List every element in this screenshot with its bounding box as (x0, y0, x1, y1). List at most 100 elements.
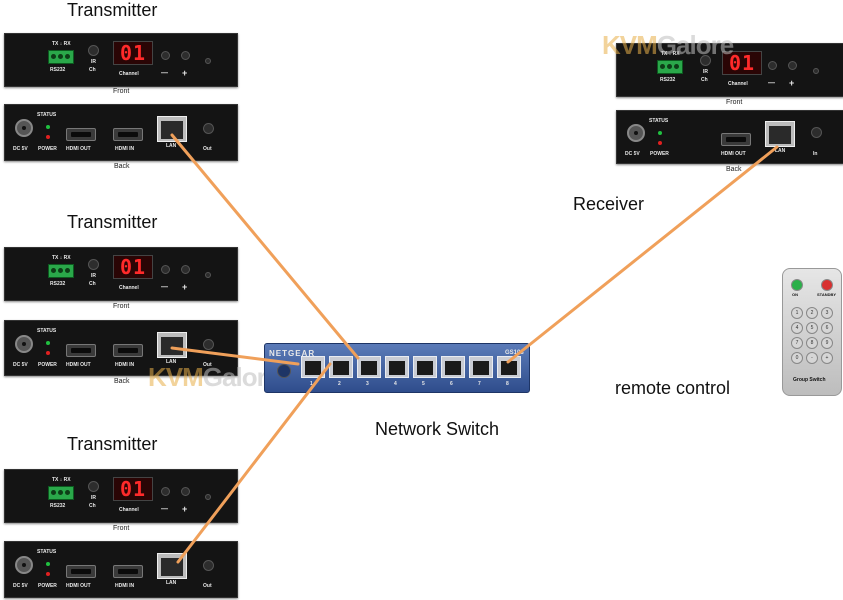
back-caption: Back (114, 378, 130, 385)
channel-up-button[interactable] (181, 265, 190, 274)
channel-display: 01 (722, 51, 762, 75)
channel-display: 01 (113, 477, 153, 501)
plus-label: + (182, 282, 188, 292)
remote-key[interactable]: 9 (821, 337, 833, 349)
hdmi-out-port (66, 565, 96, 578)
lan-port (157, 116, 187, 142)
screw-icon (205, 58, 211, 64)
remote-key[interactable]: 4 (791, 322, 803, 334)
rs232-terminal (48, 486, 74, 500)
status-label: STATUS (37, 328, 57, 334)
heading-network-switch: Network Switch (375, 419, 500, 439)
ir-out-port (203, 560, 214, 571)
dc-power-jack (15, 119, 33, 137)
hdmi-in-port (113, 565, 143, 578)
dc5v-label: DC 5V (13, 362, 28, 368)
dc-power-jack (627, 124, 645, 142)
remote-key[interactable]: 3 (821, 307, 833, 319)
remote-control: ON STANDBY 1 2 3 4 5 6 7 8 9 0 - + Group… (782, 268, 842, 396)
hdmi-out-label: HDMI OUT (66, 362, 91, 368)
remote-key[interactable]: 5 (806, 322, 818, 334)
remote-key[interactable]: 0 (791, 352, 803, 364)
back-caption: Back (726, 166, 742, 173)
ch-label: Ch (701, 77, 708, 83)
tx-rx-label: TX ↓ RX (52, 41, 71, 47)
channel-down-button[interactable] (161, 51, 170, 60)
ch-label: Ch (89, 67, 96, 73)
switch-port-6 (441, 356, 465, 378)
transmitter-1-back-panel: DC 5V STATUS POWER HDMI OUT HDMI IN LAN … (4, 104, 238, 161)
channel-label: Channel (119, 71, 139, 77)
screw-icon (813, 68, 819, 74)
status-led-red (46, 135, 50, 139)
plus-label: + (789, 78, 795, 88)
back-caption: Back (114, 163, 130, 170)
ir-out-label: Out (203, 583, 212, 589)
ir-out-label: Out (203, 146, 212, 152)
front-caption: Front (113, 303, 130, 310)
remote-key[interactable]: 8 (806, 337, 818, 349)
tx-rx-label: TX ↓ RX (52, 477, 71, 483)
switch-port-1 (301, 356, 325, 378)
heading-transmitter-1: Transmitter (67, 0, 158, 20)
remote-key[interactable]: 6 (821, 322, 833, 334)
channel-up-button[interactable] (788, 61, 797, 70)
channel-down-button[interactable] (768, 61, 777, 70)
watermark-logo: KVMGalore (148, 362, 280, 392)
lan-label: LAN (166, 143, 177, 149)
port-number: 2 (338, 381, 341, 387)
remote-key[interactable]: + (821, 352, 833, 364)
remote-key[interactable]: - (806, 352, 818, 364)
rs232-label: RS232 (50, 503, 66, 509)
screw-icon (205, 272, 211, 278)
channel-down-button[interactable] (161, 487, 170, 496)
hdmi-in-label: HDMI IN (115, 362, 135, 368)
ir-label: IR (91, 495, 96, 501)
lan-label: LAN (775, 148, 786, 154)
hdmi-out-label: HDMI OUT (66, 583, 91, 589)
hdmi-out-label: HDMI OUT (721, 151, 746, 157)
hdmi-in-label: HDMI IN (115, 146, 135, 152)
ir-port-icon (88, 481, 99, 492)
status-label: STATUS (37, 549, 57, 555)
status-led-green (46, 125, 50, 129)
rs232-label: RS232 (50, 281, 66, 287)
network-switch: NETGEAR GS108 1 2 3 4 5 6 7 8 (264, 343, 530, 393)
lan-label: LAN (166, 580, 177, 586)
status-label: STATUS (37, 112, 57, 118)
power-button[interactable] (277, 364, 291, 378)
status-led-green (46, 562, 50, 566)
channel-down-button[interactable] (161, 265, 170, 274)
heading-receiver: Receiver (573, 194, 645, 214)
channel-label: Channel (119, 285, 139, 291)
rs232-label: RS232 (660, 77, 676, 83)
port-number: 6 (450, 381, 453, 387)
power-label: POWER (650, 151, 669, 157)
remote-on-button[interactable] (791, 279, 803, 291)
tx-rx-label: TX ↓ RX (661, 51, 680, 57)
remote-standby-label: STANDBY (817, 292, 837, 297)
remote-key[interactable]: 1 (791, 307, 803, 319)
switch-port-3 (357, 356, 381, 378)
heading-transmitter-3: Transmitter (67, 434, 158, 454)
dc5v-label: DC 5V (13, 583, 28, 589)
minus-label: — (161, 284, 168, 291)
switch-port-7 (469, 356, 493, 378)
switch-port-4 (385, 356, 409, 378)
dc-power-jack (15, 556, 33, 574)
remote-key[interactable]: 2 (806, 307, 818, 319)
front-caption: Front (726, 99, 743, 106)
switch-port-8 (497, 356, 521, 378)
remote-label: Group Switch (793, 377, 826, 383)
remote-key[interactable]: 7 (791, 337, 803, 349)
channel-display: 01 (113, 41, 153, 65)
channel-up-button[interactable] (181, 487, 190, 496)
hdmi-in-label: HDMI IN (115, 583, 135, 589)
ir-out-port (203, 123, 214, 134)
channel-up-button[interactable] (181, 51, 190, 60)
ir-port-icon (88, 45, 99, 56)
ir-in-label: In (813, 151, 818, 157)
remote-standby-button[interactable] (821, 279, 833, 291)
status-led-green (46, 341, 50, 345)
ch-label: Ch (89, 503, 96, 509)
